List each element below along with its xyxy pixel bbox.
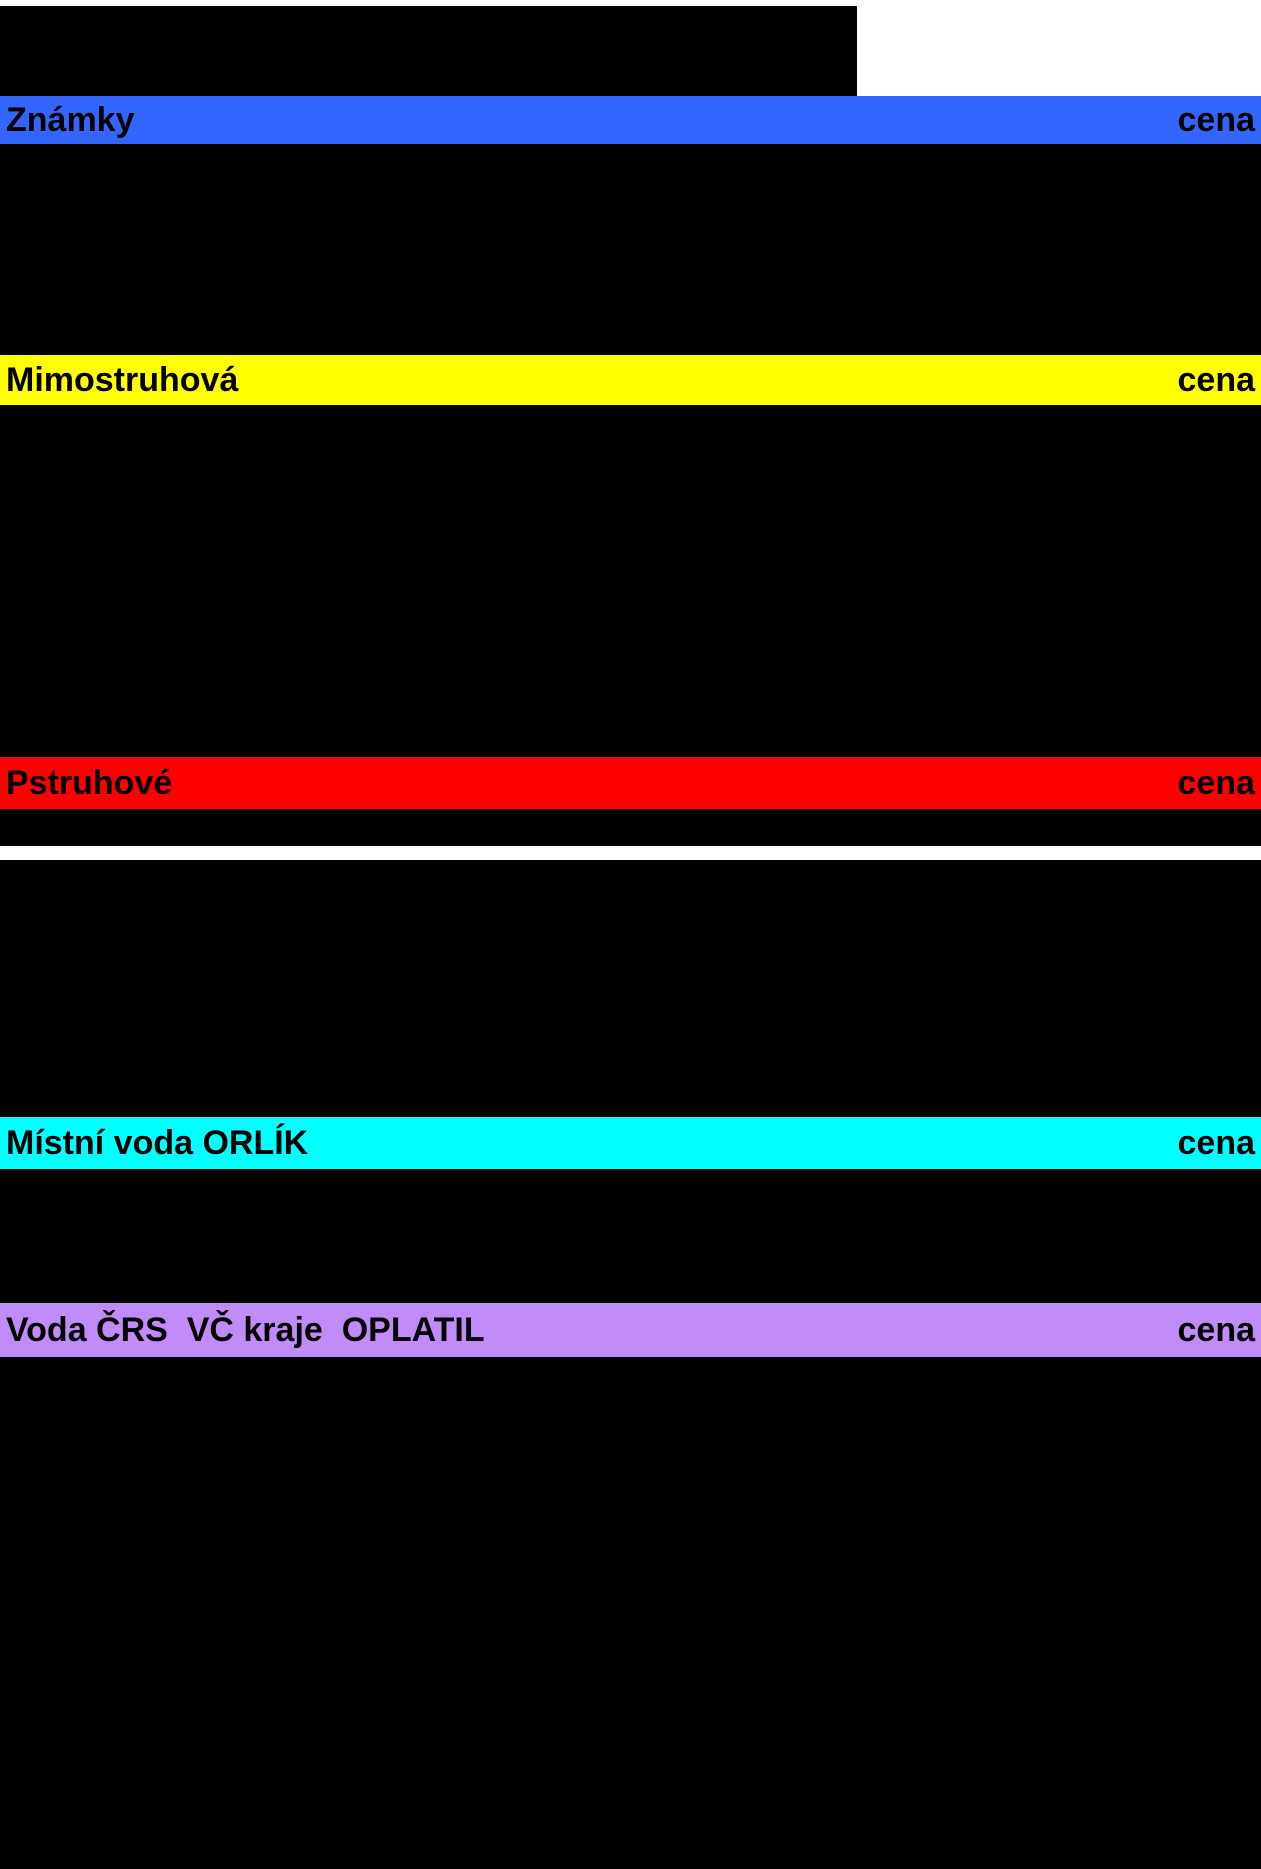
redacted-content-upper-right	[857, 96, 1261, 846]
category-header-voda-crs-vc-kraje-oplatil[interactable]: Voda ČRS VČ kraje OPLATIL cena	[0, 1303, 1261, 1357]
price-column-header-mimostruhova: cena	[1177, 361, 1256, 399]
price-column-header-pstruhove: cena	[1177, 764, 1256, 802]
category-header-mimostruhova[interactable]: Mimostruhová cena	[0, 355, 1261, 405]
category-label-mistni-voda-orlik: Místní voda ORLÍK	[6, 1124, 309, 1162]
price-column-header-znamky: cena	[1177, 101, 1256, 139]
redacted-content-upper	[0, 6, 857, 846]
category-header-mistni-voda-orlik[interactable]: Místní voda ORLÍK cena	[0, 1117, 1261, 1169]
category-label-znamky: Známky	[6, 101, 135, 139]
category-header-znamky[interactable]: Známky cena	[0, 96, 1261, 144]
price-column-header-mistni-voda-orlik: cena	[1177, 1124, 1256, 1162]
category-label-voda-crs-vc-kraje-oplatil: Voda ČRS VČ kraje OPLATIL	[6, 1311, 485, 1349]
category-header-pstruhove[interactable]: Pstruhové cena	[0, 757, 1261, 809]
category-label-pstruhove: Pstruhové	[6, 764, 173, 802]
price-column-header-voda-crs-vc-kraje-oplatil: cena	[1177, 1311, 1256, 1349]
redacted-content-lower	[0, 860, 1261, 1869]
category-label-mimostruhova: Mimostruhová	[6, 361, 239, 399]
